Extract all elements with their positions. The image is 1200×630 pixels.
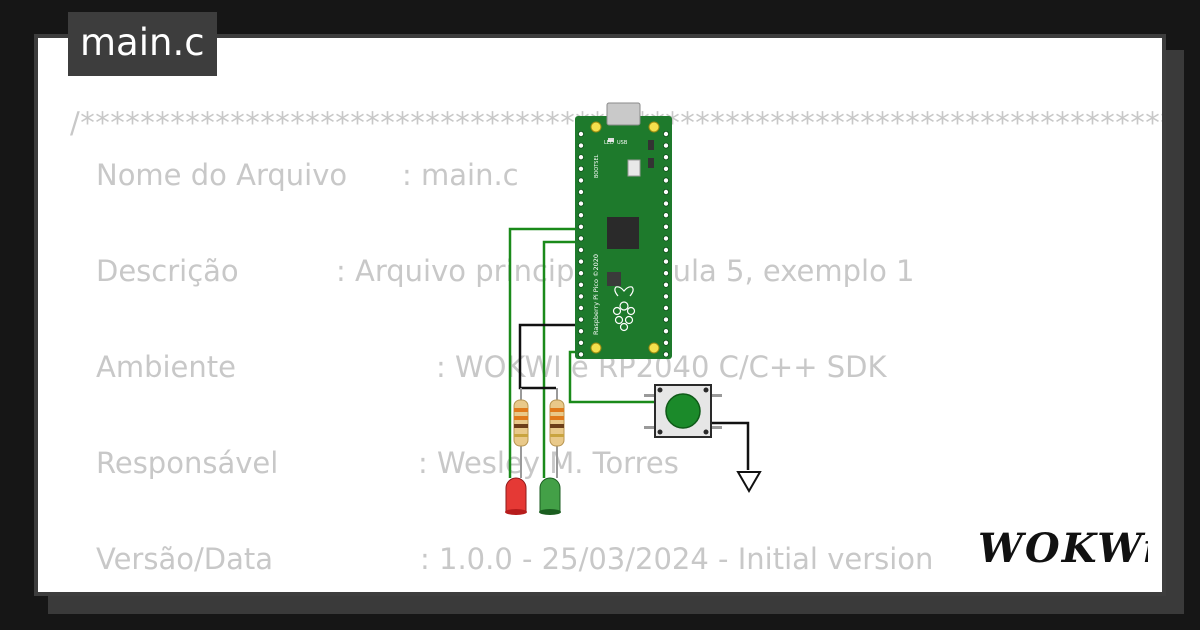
pins-left xyxy=(578,130,585,358)
mount-hole-br xyxy=(648,342,660,354)
pin-right[interactable] xyxy=(663,200,670,207)
pin-left[interactable] xyxy=(578,258,585,265)
pin-right[interactable] xyxy=(663,316,670,323)
pin-left[interactable] xyxy=(578,246,585,253)
led-label: LED xyxy=(604,140,614,146)
pin-left[interactable] xyxy=(578,130,585,137)
pin-left[interactable] xyxy=(578,281,585,288)
green-led[interactable] xyxy=(539,477,561,515)
push-button[interactable] xyxy=(644,384,722,438)
raspberry-logo-icon xyxy=(612,286,636,332)
pin-right[interactable] xyxy=(663,351,670,358)
wokwi-logo: WOKWi xyxy=(978,525,1148,572)
pin-right[interactable] xyxy=(663,142,670,149)
pin-right[interactable] xyxy=(663,165,670,172)
pin-right[interactable] xyxy=(663,328,670,335)
pin-left[interactable] xyxy=(578,212,585,219)
pin-left[interactable] xyxy=(578,165,585,172)
pin-left[interactable] xyxy=(578,328,585,335)
pin-left[interactable] xyxy=(578,200,585,207)
onboard-led xyxy=(608,138,614,142)
usb-label: USB xyxy=(617,140,628,146)
pin-right[interactable] xyxy=(663,258,670,265)
pin-right[interactable] xyxy=(663,339,670,346)
pin-left[interactable] xyxy=(578,293,585,300)
bootsel-label: BOOTSEL xyxy=(594,154,600,178)
pin-right[interactable] xyxy=(663,281,670,288)
pin-right[interactable] xyxy=(663,223,670,230)
code-label-filename: Nome do Arquivo xyxy=(96,158,348,192)
button-cap[interactable] xyxy=(665,393,701,429)
code-label-description: Descrição xyxy=(96,254,239,288)
mount-hole-bl xyxy=(590,342,602,354)
pin-right[interactable] xyxy=(663,154,670,161)
file-tab[interactable]: main.c xyxy=(68,12,217,76)
bootsel-button[interactable] xyxy=(627,159,641,177)
pin-right[interactable] xyxy=(663,212,670,219)
pin-right[interactable] xyxy=(663,177,670,184)
resistor-1[interactable] xyxy=(513,388,529,478)
pin-left[interactable] xyxy=(578,304,585,311)
pin-right[interactable] xyxy=(663,130,670,137)
pin-left[interactable] xyxy=(578,270,585,277)
pin-left[interactable] xyxy=(578,235,585,242)
pin-left[interactable] xyxy=(578,223,585,230)
pin-right[interactable] xyxy=(663,304,670,311)
board-name-label: Raspberry Pi Pico ©2020 xyxy=(592,254,600,335)
pin-right[interactable] xyxy=(663,270,670,277)
code-value-responsible: : Wesley M. Torres xyxy=(418,446,679,480)
pin-left[interactable] xyxy=(578,316,585,323)
rp2040-chip xyxy=(607,217,639,249)
code-label-environment: Ambiente xyxy=(96,350,236,384)
pin-left[interactable] xyxy=(578,154,585,161)
code-value-version: : 1.0.0 - 25/03/2024 - Initial version xyxy=(420,542,934,576)
usb-connector xyxy=(606,102,641,126)
pin-right[interactable] xyxy=(663,188,670,195)
pin-left[interactable] xyxy=(578,142,585,149)
resistor-2[interactable] xyxy=(549,388,565,478)
code-value-filename: : main.c xyxy=(402,158,519,192)
pin-left[interactable] xyxy=(578,351,585,358)
pin-right[interactable] xyxy=(663,246,670,253)
smd-part-1 xyxy=(648,140,654,150)
pin-left[interactable] xyxy=(578,339,585,346)
smd-part-2 xyxy=(648,158,654,168)
flash-chip xyxy=(607,272,621,286)
code-label-responsible: Responsável xyxy=(96,446,279,480)
mount-hole-tr xyxy=(648,121,660,133)
red-led[interactable] xyxy=(505,477,527,515)
pin-right[interactable] xyxy=(663,293,670,300)
pin-left[interactable] xyxy=(578,188,585,195)
pin-right[interactable] xyxy=(663,235,670,242)
code-block: /***************************************… xyxy=(38,38,1162,592)
pin-left[interactable] xyxy=(578,177,585,184)
pins-right xyxy=(663,130,670,358)
mount-hole-tl xyxy=(590,121,602,133)
code-label-version: Versão/Data xyxy=(96,542,273,576)
wokwi-logo-text: WOKWi xyxy=(978,525,1148,572)
pico-board[interactable]: LED USB BOOTSEL Raspberry Pi Pico ©2020 xyxy=(575,102,672,359)
